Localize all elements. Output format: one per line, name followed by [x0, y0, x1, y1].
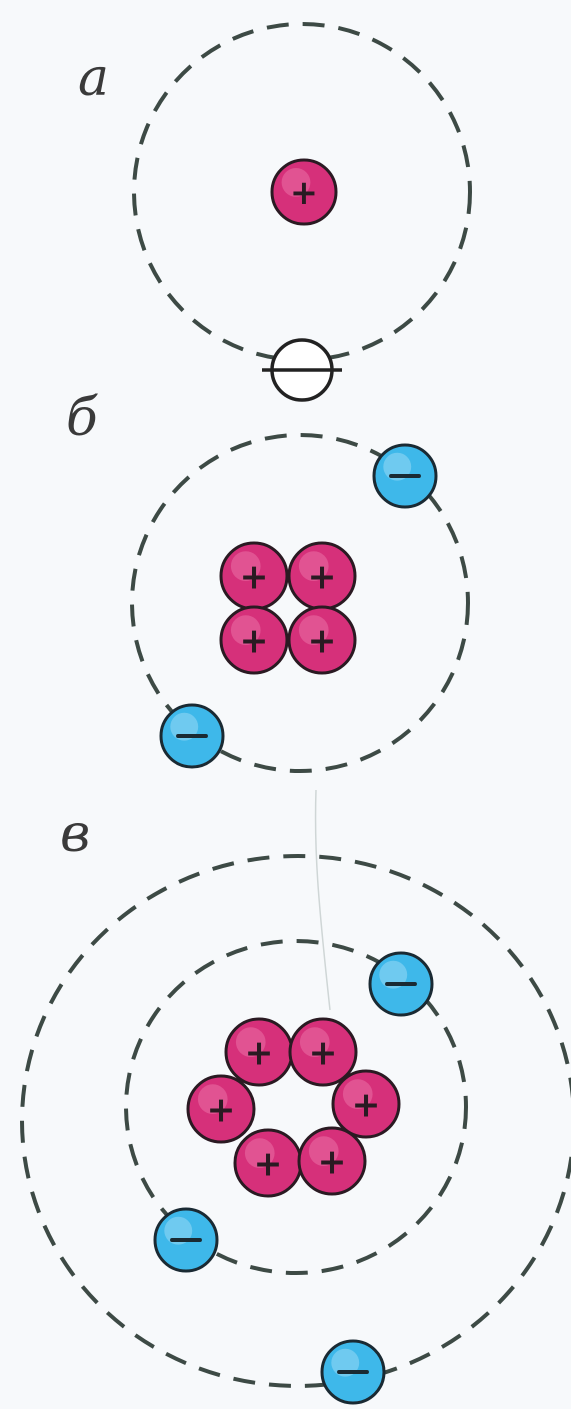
particles-layer: +++++++++++ [153, 158, 438, 1405]
proton-c-5: + [233, 1128, 303, 1198]
proton-plus-sign: + [307, 622, 336, 662]
proton-plus-sign: + [244, 1034, 273, 1074]
proton-plus-sign: + [206, 1091, 235, 1131]
proton-plus-sign: + [307, 558, 336, 598]
proton-b-3: + [219, 605, 289, 675]
proton-c-4: + [331, 1069, 401, 1139]
proton-b-1: + [219, 541, 289, 611]
panel-label-b: б [66, 388, 98, 448]
proton-plus-sign: + [290, 173, 318, 212]
proton-b-4: + [287, 605, 357, 675]
faint-thread-line [314, 789, 331, 1011]
proton-c-3: + [186, 1074, 256, 1144]
orbit-c-outer [20, 854, 571, 1388]
proton-plus-sign: + [351, 1086, 380, 1126]
electron-a-empty [262, 338, 342, 402]
proton-plus-sign: + [239, 558, 268, 598]
orbit-b [130, 433, 470, 773]
electron-c-3 [320, 1339, 386, 1405]
orbit-c-inner [124, 939, 468, 1275]
electron-c-2 [153, 1207, 219, 1273]
electron-c-1 [368, 951, 434, 1017]
proton-c-6: + [297, 1126, 367, 1196]
proton-c-1: + [224, 1017, 294, 1087]
proton-c-2: + [288, 1017, 358, 1087]
electron-b-2 [159, 703, 225, 769]
proton-plus-sign: + [308, 1034, 337, 1074]
proton-b-2: + [287, 541, 357, 611]
proton-plus-sign: + [253, 1145, 282, 1185]
proton-plus-sign: + [317, 1143, 346, 1183]
electron-b-1 [372, 443, 438, 509]
proton-plus-sign: + [239, 622, 268, 662]
proton-a-1: + [270, 158, 338, 226]
panel-label-c: в [60, 804, 91, 864]
panel-label-a: а [78, 48, 110, 108]
